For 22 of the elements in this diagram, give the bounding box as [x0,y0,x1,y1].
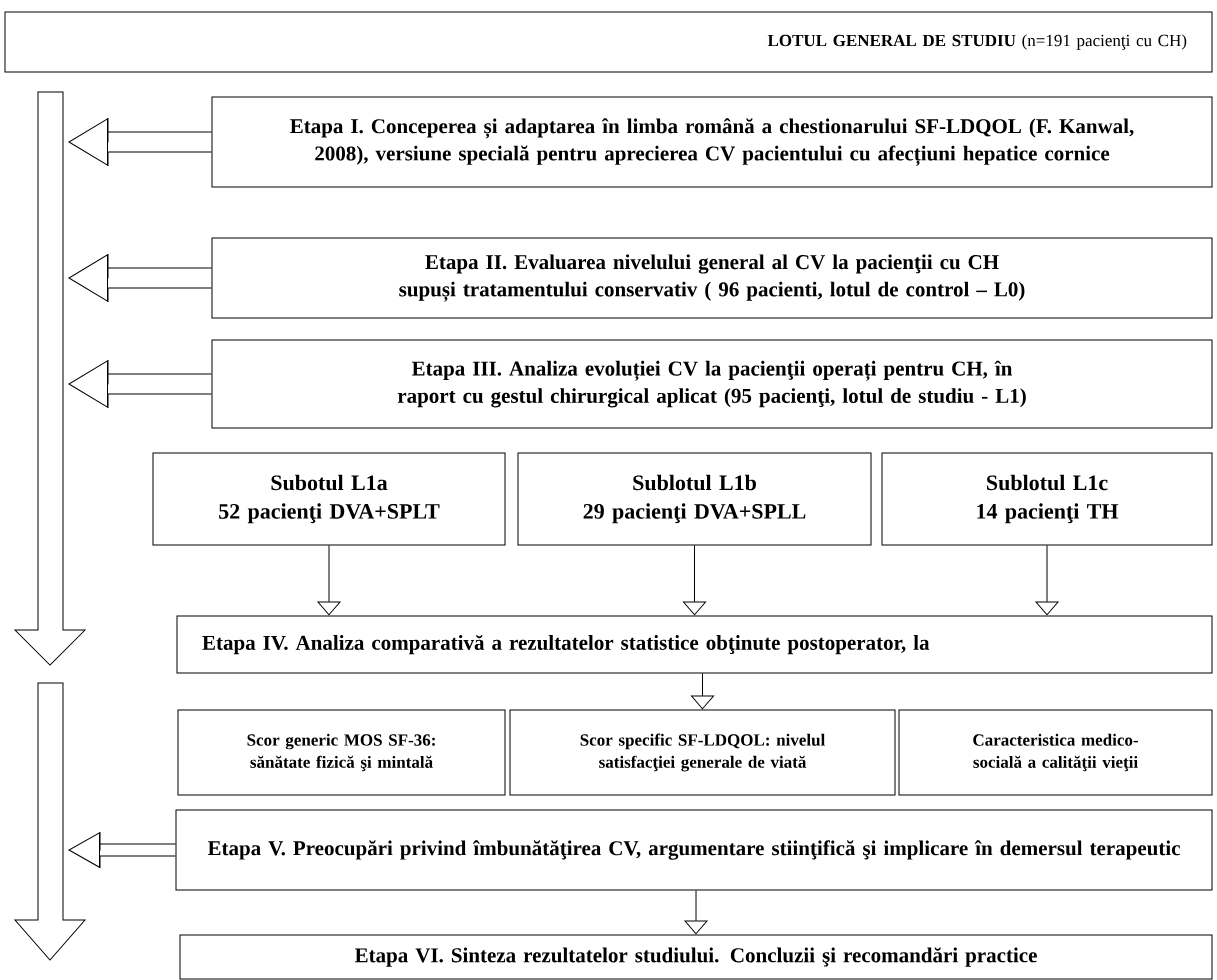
block-arrow [684,890,708,935]
title-box: LOTUL GENERAL DE STUDIU (n=191 pacienţi cu CH) [4,11,1213,73]
block-arrow [68,117,212,167]
process-box: Sublotul L1c 14 pacienţi TH [881,452,1213,546]
process-box: Sublotul L1b 29 pacienţi DVA+SPLL [517,452,872,546]
process-box: Etapa VI. Sinteza rezultatelor studiului. Concluzii şi recomandări practice [179,934,1213,980]
block-arrow [317,545,341,616]
process-box: Subotul L1a 52 pacienţi DVA+SPLT [152,452,506,546]
process-box: Etapa IV. Analiza comparativă a rezultatelor statistice obţinute postoperator, la [176,615,1213,674]
process-box: Scor generic MOS SF-36: sănătate fizică şi mintală [177,709,506,796]
block-arrow [691,673,714,710]
block-arrow [68,253,212,303]
process-box: Etapa V. Preocupări privind îmbunătăţirea CV, argumentare stiinţifică şi implicare în demersul terapeutic [175,809,1213,891]
block-arrow [68,359,212,409]
process-box: Caracteristica medico-socială a calităţii vieţii [898,709,1213,796]
block-arrow [1035,545,1059,616]
process-box: Etapa I. Conceperea și adaptarea în limba română a chestionarului SF-LDQOL (F. Kanwal, 2008), versiune specială pentru aprecierea CV pacientului cu afecțiuni hepatice cornice [211,96,1213,188]
process-box: Etapa II. Evaluarea nivelului general al CV la pacienţii cu CH supuși tratamentului conservativ ( 96 pacienti, lotul de control – L0) [211,237,1213,319]
process-box: Etapa III. Analiza evoluției CV la pacienţii operați pentru CH, în raport cu gestul chirurgical aplicat (95 pacienţi, lotul de studiu - L1) [211,339,1213,429]
process-box: Scor specific SF-LDQOL: nivelul satisfacţiei generale de viată [509,709,896,796]
block-arrow [68,831,176,869]
block-arrow [683,545,706,616]
